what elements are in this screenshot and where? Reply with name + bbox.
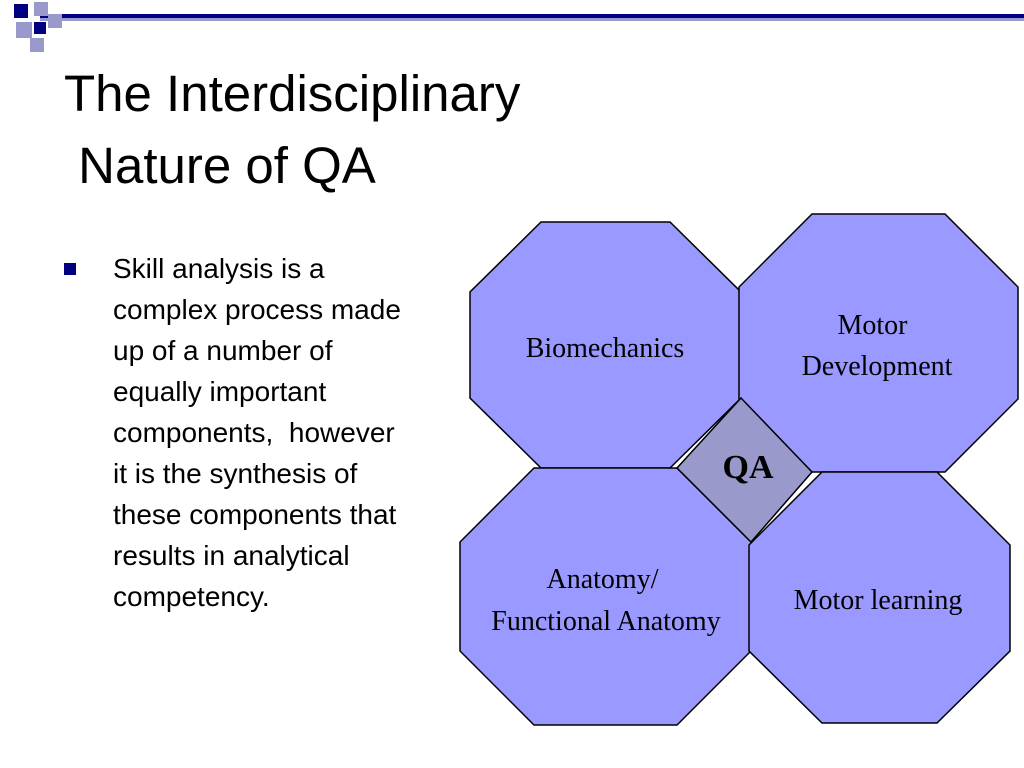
octagon-label: Motor Development (802, 310, 953, 382)
octagon-label-line: Motor learning (794, 585, 963, 616)
bullet-line: equally important (113, 376, 327, 407)
qa-label: QA (723, 449, 774, 486)
octagon-label-line: Motor (838, 310, 909, 341)
slide-title-line: Nature of QA (64, 137, 376, 194)
corner-square (16, 22, 32, 38)
bullet-line: Skill analysis is a (113, 253, 325, 284)
bullet-line: complex process made (113, 294, 401, 325)
octagon-anatomy: Anatomy/ Functional Anatomy (459, 467, 752, 726)
qa-diamond-shape (675, 396, 814, 544)
corner-square (34, 2, 48, 16)
bullet-line: competency. (113, 581, 270, 612)
octagon-shape (748, 471, 1011, 724)
bullet-line: up of a number of (113, 335, 333, 366)
bullet-text: Skill analysis is a complex process made… (113, 248, 470, 617)
bullet-line: components, however (113, 417, 395, 448)
corner-square (30, 38, 44, 52)
corner-square (34, 22, 46, 34)
bullet-line: these components that (113, 499, 397, 530)
octagon-shape (459, 467, 752, 726)
corner-square (48, 14, 62, 28)
header-rule-light (40, 18, 1024, 21)
bullet-line: it is the synthesis of (113, 458, 358, 489)
octagon-shape (738, 213, 1019, 473)
octagon-label: Motor learning (794, 585, 963, 616)
octagon-label-line: Development (802, 351, 953, 382)
octagon-biomechanics: Biomechanics (469, 221, 742, 469)
bullet-square-icon (64, 263, 76, 275)
slide-title-line: The Interdisciplinary (64, 65, 521, 122)
bullet-line: results in analytical (113, 540, 350, 571)
octagon-motor-development: Motor Development (738, 213, 1019, 473)
header-rule (40, 14, 1024, 18)
slide-title: The Interdisciplinary Nature of QA (64, 58, 684, 202)
octagon-label: Biomechanics (526, 333, 685, 364)
qa-center-node: QA (675, 396, 814, 544)
octagon-label-line: Biomechanics (526, 333, 685, 364)
octagon-motor-learning: Motor learning (748, 471, 1011, 724)
octagon-label: Anatomy/ Functional Anatomy (491, 564, 720, 637)
octagon-label-line: Anatomy/ (547, 564, 659, 595)
corner-square (14, 4, 28, 18)
bullet-list: Skill analysis is a complex process made… (60, 248, 470, 617)
octagon-label-line: Functional Anatomy (491, 606, 720, 637)
corner-decoration (14, 2, 1024, 52)
